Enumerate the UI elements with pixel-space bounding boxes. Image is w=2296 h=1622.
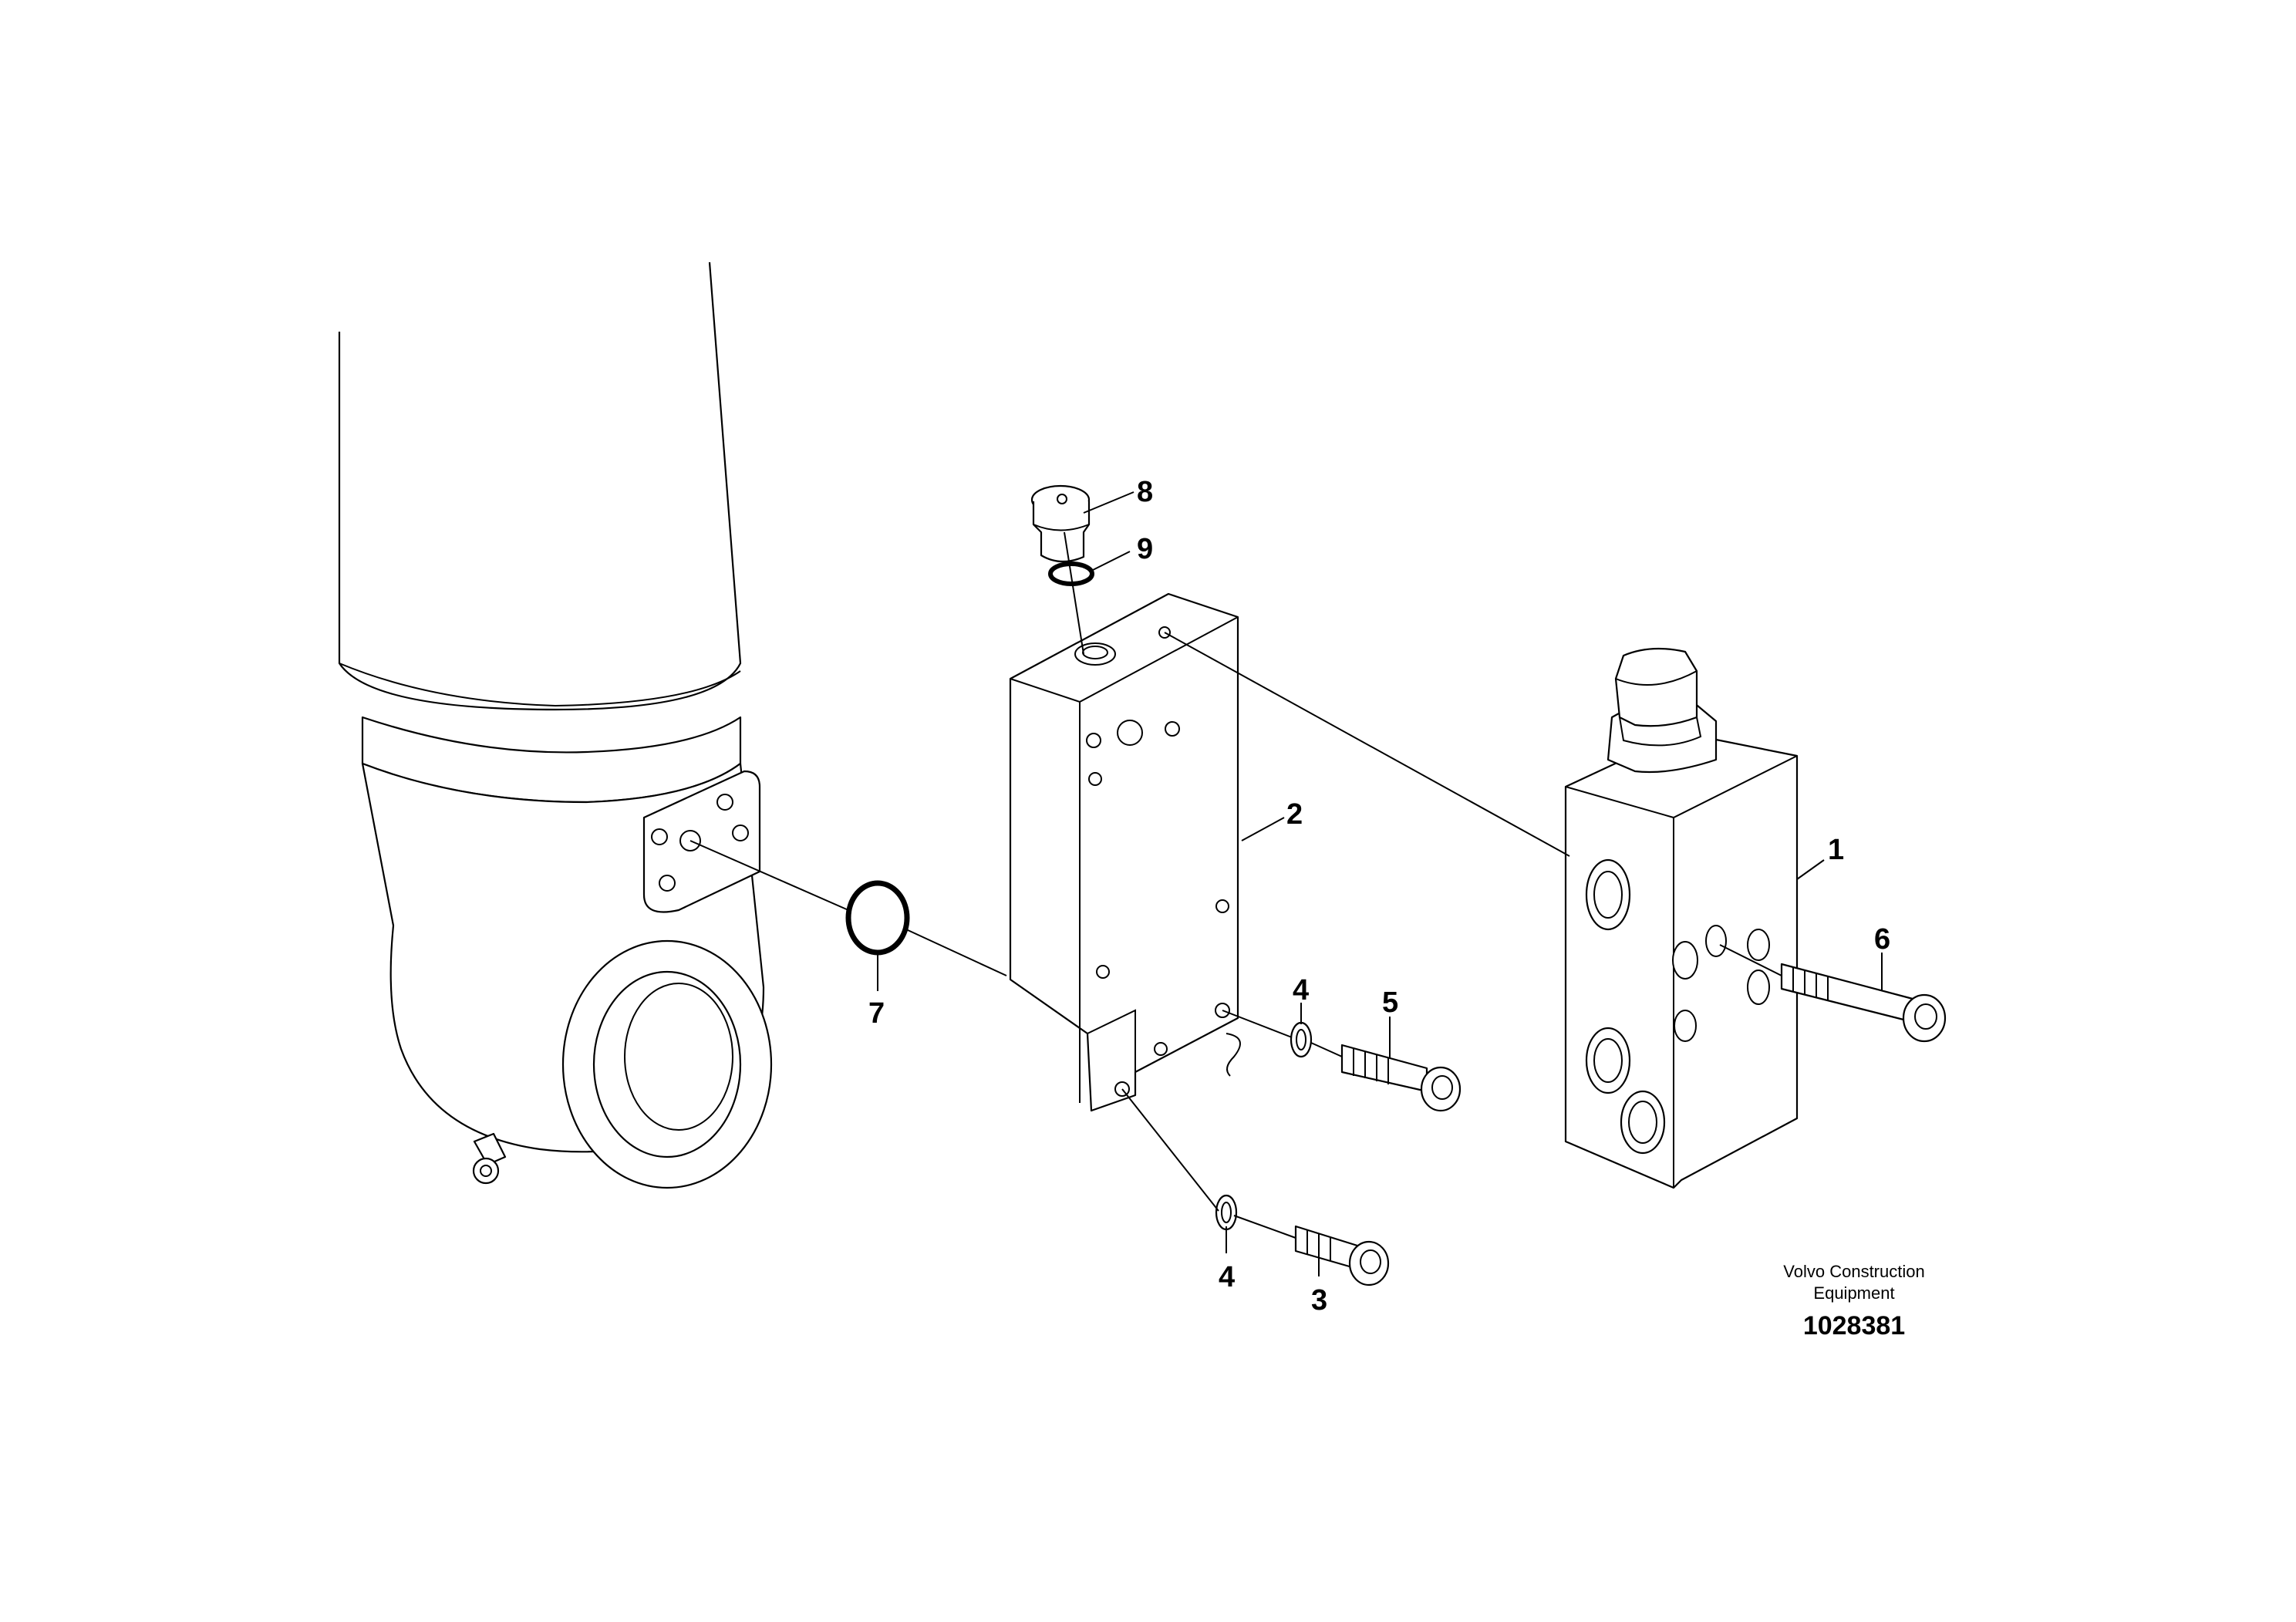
callout-1: 1 — [1828, 834, 1844, 866]
o-ring-part-7 — [845, 880, 910, 956]
relief-valve-part-1 — [1564, 647, 1799, 1189]
bolt-part-3 — [1294, 1225, 1390, 1286]
bolt-part-6 — [1780, 963, 1947, 1043]
callout-2: 2 — [1286, 798, 1303, 831]
drawing-number: 1028381 — [1803, 1311, 1905, 1340]
caption-company-line2: Equipment — [1813, 1283, 1894, 1303]
drawing-caption: Volvo Construction Equipment 1028381 — [1783, 1262, 1924, 1340]
o-ring-part-9 — [1048, 561, 1094, 586]
caption-company-line1: Volvo Construction — [1783, 1262, 1924, 1281]
callout-8: 8 — [1137, 476, 1153, 508]
callout-7: 7 — [868, 997, 885, 1030]
callout-6: 6 — [1874, 923, 1890, 956]
hydraulic-cylinder — [338, 261, 773, 1189]
callout-5: 5 — [1382, 986, 1398, 1019]
callout-9: 9 — [1137, 533, 1153, 565]
callout-4-upper: 4 — [1293, 974, 1309, 1007]
assembly-lines — [689, 491, 1883, 1276]
plug-part-8 — [1030, 484, 1091, 563]
valve-block-part-2 — [1009, 592, 1241, 1112]
washer-part-4-lower — [1215, 1194, 1238, 1231]
bolt-part-5 — [1340, 1044, 1462, 1112]
callout-labels: 1 2 3 4 4 5 6 7 8 9 — [868, 476, 1890, 1317]
washer-part-4-upper — [1290, 1021, 1313, 1058]
callout-4-lower: 4 — [1219, 1261, 1235, 1293]
callout-3: 3 — [1311, 1284, 1327, 1317]
